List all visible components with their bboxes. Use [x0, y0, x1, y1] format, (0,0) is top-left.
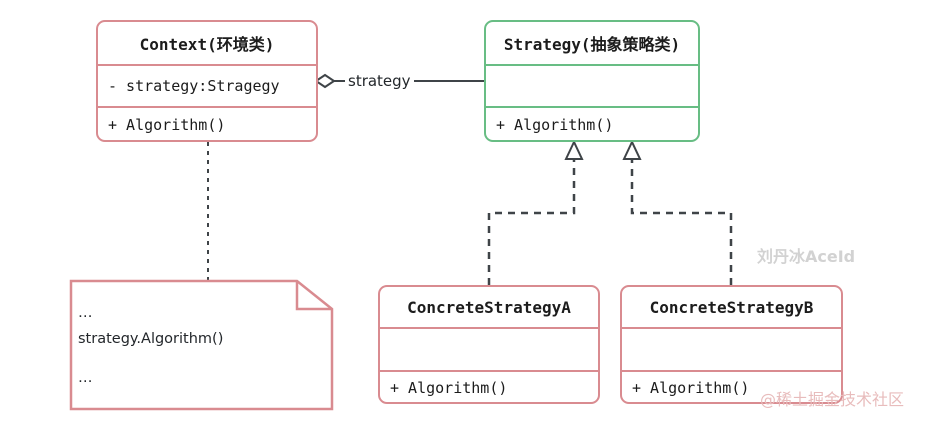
- realization-a-arrowhead-icon: [564, 139, 584, 160]
- aggregation-role-label: strategy: [345, 72, 414, 90]
- class-operation-row: + Algorithm(): [108, 116, 226, 134]
- class-attribute-row: [622, 329, 841, 370]
- class-separator: [622, 370, 841, 372]
- class-separator: [486, 64, 698, 66]
- class-box-context[interactable]: Context(环境类) - strategy:Stragegy + Algor…: [96, 20, 318, 142]
- class-separator: [380, 370, 598, 372]
- class-title-context: Context(环境类): [139, 35, 275, 54]
- realization-b-line: [630, 160, 733, 285]
- class-attribute-row: [486, 66, 698, 106]
- class-title-concrete-strategy-b: ConcreteStrategyB: [649, 297, 814, 317]
- note-line: strategy.Algorithm(): [78, 331, 224, 347]
- relation-realization-a: [487, 139, 584, 285]
- note-line: …: [78, 305, 93, 321]
- class-title-strategy: Strategy(抽象策略类): [503, 35, 681, 54]
- class-attribute-row: - strategy:Stragegy: [108, 77, 280, 95]
- context-note-shape: [69, 279, 334, 411]
- class-separator: [98, 64, 316, 66]
- class-separator: [622, 327, 841, 329]
- note-outline: [69, 279, 334, 411]
- realization-a-line: [487, 160, 576, 285]
- note-fold-icon: [295, 281, 332, 311]
- class-separator: [486, 106, 698, 108]
- class-title-concrete-strategy-a: ConcreteStrategyA: [407, 297, 571, 317]
- class-operation-row: + Algorithm(): [632, 379, 750, 397]
- class-attribute-row: [380, 329, 598, 370]
- class-box-strategy[interactable]: Strategy(抽象策略类) + Algorithm(): [484, 20, 700, 142]
- aggregation-diamond-icon: [314, 73, 336, 89]
- class-separator: [98, 106, 316, 108]
- relation-realization-b: [622, 139, 733, 285]
- note-line: …: [78, 370, 93, 386]
- class-operation-row: + Algorithm(): [390, 379, 508, 397]
- class-box-concrete-strategy-b[interactable]: ConcreteStrategyB + Algorithm(): [620, 285, 843, 404]
- class-operation-row: + Algorithm(): [496, 116, 614, 134]
- class-box-concrete-strategy-a[interactable]: ConcreteStrategyA + Algorithm(): [378, 285, 600, 404]
- class-separator: [380, 327, 598, 329]
- realization-b-arrowhead-icon: [622, 139, 642, 160]
